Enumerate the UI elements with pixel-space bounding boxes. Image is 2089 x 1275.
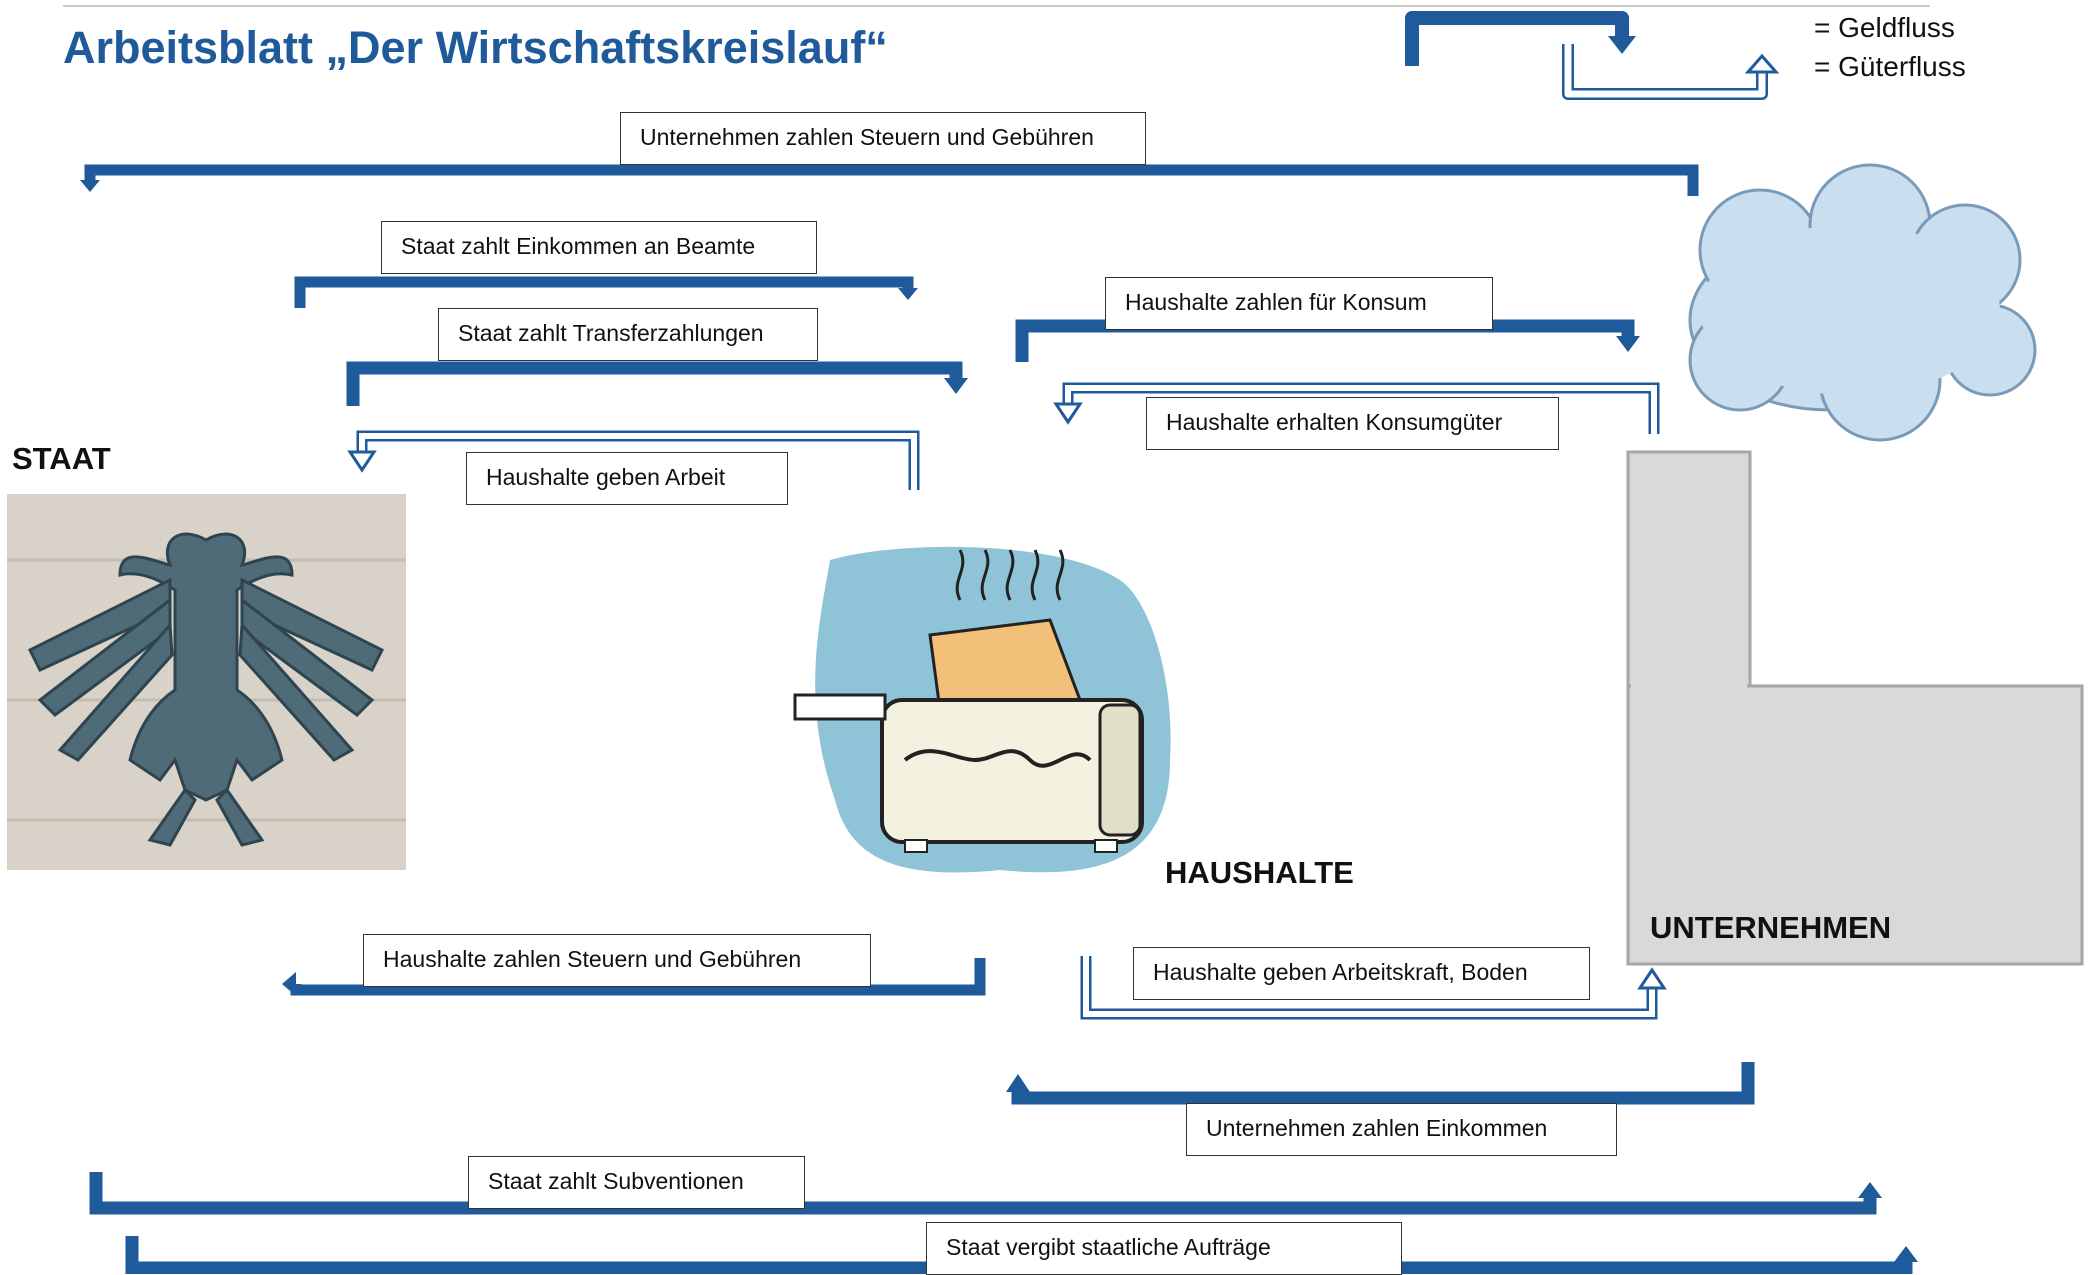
legend-goods-arrow (1562, 44, 1768, 100)
flow-label-subsidies: Staat zahlt Subventionen (468, 1156, 805, 1209)
flow-label-labor-land: Haushalte geben Arbeitskraft, Boden (1133, 947, 1590, 1000)
flow-consumption-arrow (1015, 319, 1635, 362)
sector-households-label: HAUSHALTE (1165, 855, 1354, 890)
flow-label-companies-income: Unternehmen zahlen Einkommen (1186, 1103, 1617, 1156)
flow-companies-income-arrow (1011, 1062, 1755, 1105)
flow-label-labor-to-state: Haushalte geben Arbeit (466, 452, 788, 505)
legend-goods-arrowhead (1744, 53, 1780, 74)
flow-state-transfers-arrow (346, 361, 963, 406)
legend-money-label: = Geldfluss (1814, 12, 1955, 43)
factory-icon (1626, 450, 2084, 966)
legend-money-arrow (1405, 11, 1629, 66)
flow-label-companies-taxes: Unternehmen zahlen Steuern und Gebühren (620, 112, 1146, 165)
flow-label-consumer-goods: Haushalte erhalten Konsumgüter (1146, 397, 1559, 450)
flow-label-state-income: Staat zahlt Einkommen an Beamte (381, 221, 817, 274)
page-title: Arbeitsblatt „Der Wirtschaftskreislauf“ (63, 22, 888, 73)
flow-label-state-transfers: Staat zahlt Transferzahlungen (438, 308, 818, 361)
flow-subsidies-arrow (89, 1172, 1877, 1215)
legend-money-arrowhead (1608, 36, 1636, 54)
cloud-icon (1688, 163, 2037, 442)
flow-companies-taxes-arrow (84, 164, 1699, 196)
eagle-emblem-icon (7, 494, 406, 870)
flow-state-income-arrow (294, 276, 914, 308)
flow-label-household-taxes: Haushalte zahlen Steuern und Gebühren (363, 934, 871, 987)
toaster-icon (793, 546, 1171, 873)
sector-state-label: STAAT (12, 441, 111, 476)
legend-goods-label: = Güterfluss (1814, 51, 1966, 82)
flow-label-contracts: Staat vergibt staatliche Aufträge (926, 1222, 1402, 1275)
flow-label-consumption: Haushalte zahlen für Konsum (1105, 277, 1493, 330)
sector-companies-label: UNTERNEHMEN (1650, 910, 1892, 945)
